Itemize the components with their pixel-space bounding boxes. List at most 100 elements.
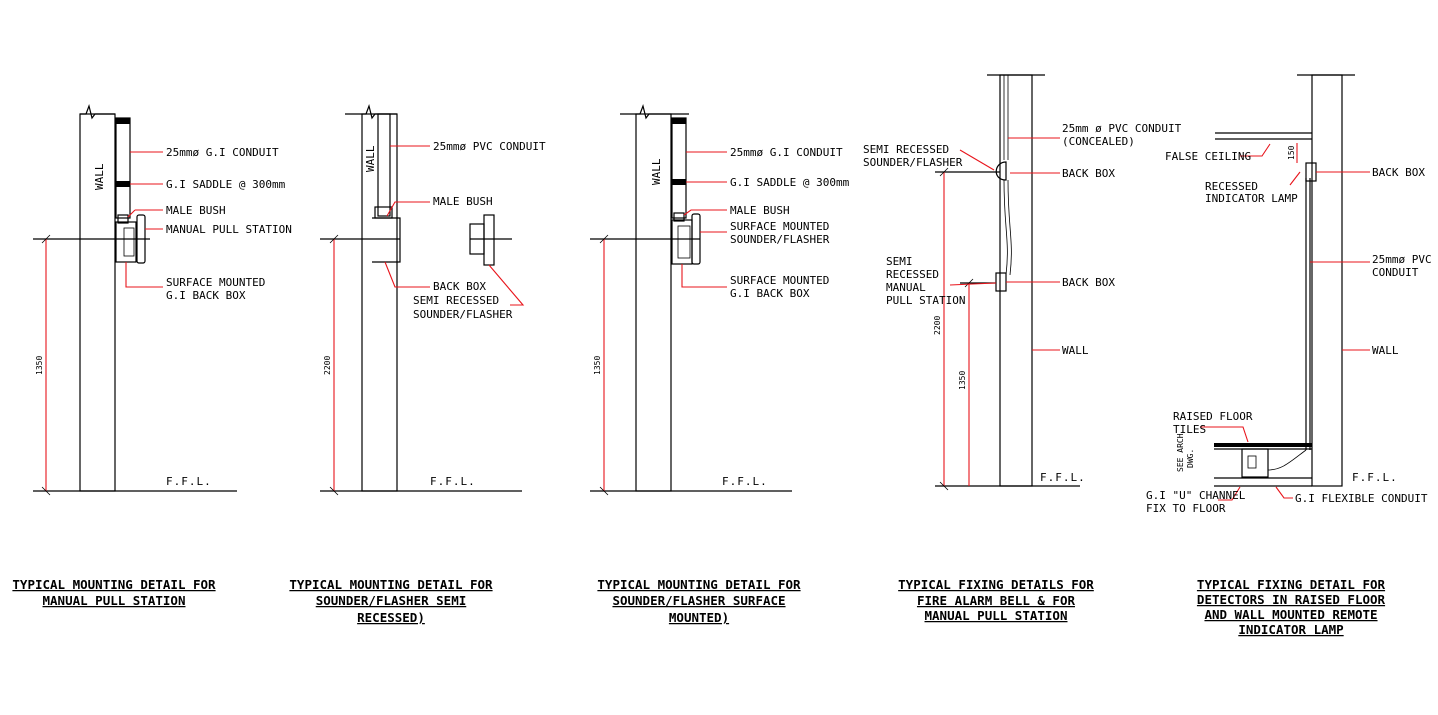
ffl-label: F.F.L. [722, 475, 768, 488]
male-bush-label: MALE BUSH [730, 204, 790, 217]
conduit-label: 25mmø PVC CONDUIT [433, 140, 546, 153]
dimension-top: 150 [1287, 145, 1296, 160]
false-ceiling-label: FALSE CEILING [1165, 150, 1251, 163]
channel-label-2: FIX TO FLOOR [1146, 502, 1226, 515]
back-box-top-label: BACK BOX [1062, 167, 1115, 180]
see-arch-label-1: SEE ARCH [1176, 433, 1185, 472]
title-line-3: AND WALL MOUNTED REMOTE [1204, 607, 1377, 622]
raised-floor: SEE ARCH DWG. [1176, 433, 1312, 487]
wall-label: WALL [1372, 344, 1399, 357]
pull-label-2: RECESSED [886, 268, 939, 281]
detail-detectors-raised-floor: SEE ARCH DWG. F.F.L. 150 FALSE CEILING B… [1146, 74, 1432, 637]
detail-sounder-semi-recessed: WALL 2200 F.F.L. 25mmø PVC CONDUIT MALE [289, 103, 546, 625]
lamp-label-2: INDICATOR LAMP [1205, 192, 1298, 205]
sounder-back-box [995, 161, 1007, 292]
conduit-label: 25mmø G.I CONDUIT [730, 146, 843, 159]
detail-manual-pull-station: WALL 1350 F.F.L. 25mmø [12, 103, 292, 608]
dimension-line: 2200 [320, 234, 522, 496]
conduit [115, 117, 131, 224]
sounder-flasher-device [469, 214, 512, 266]
dimension-value: 1350 [593, 356, 602, 375]
detail-title: TYPICAL MOUNTING DETAIL FOR MANUAL PULL … [12, 577, 216, 608]
saddle-label: G.I SADDLE @ 300mm [166, 178, 286, 191]
ffl-label: F.F.L. [430, 475, 476, 488]
tiles-label-1: RAISED FLOOR [1173, 410, 1253, 423]
title-line-2: MANUAL PULL STATION [43, 593, 186, 608]
sounder-label-1: SEMI RECESSED [863, 143, 949, 156]
detail-sounder-surface-mounted: WALL 1350 F.F.L. 25mmø [590, 103, 850, 625]
conduit-label: 25mmø G.I CONDUIT [166, 146, 279, 159]
title-line-3: MANUAL PULL STATION [925, 608, 1068, 623]
see-arch-label-2: DWG. [1186, 449, 1195, 468]
dimension-lines: 2200 1350 [933, 167, 1080, 491]
saddle-label: G.I SADDLE @ 300mm [730, 176, 850, 189]
wall-label: WALL [93, 163, 106, 190]
dimension-value: 1350 [35, 356, 44, 375]
title-line-3: RECESSED) [357, 610, 425, 625]
detail-title: TYPICAL MOUNTING DETAIL FOR SOUNDER/FLAS… [597, 577, 801, 625]
back-box-bottom-label: BACK BOX [1062, 276, 1115, 289]
ffl-label: F.F.L. [1040, 471, 1086, 484]
pull-label-4: PULL STATION [886, 294, 965, 307]
conduit-label-1: 25mmø PVC [1372, 253, 1432, 266]
male-bush-label: MALE BUSH [166, 204, 226, 217]
title-line-1: TYPICAL MOUNTING DETAIL FOR [289, 577, 493, 592]
male-bush-label: MALE BUSH [433, 195, 493, 208]
recessed-back-box [372, 206, 401, 263]
title-line-2: FIRE ALARM BELL & FOR [917, 593, 1076, 608]
leaders [125, 151, 163, 288]
title-line-1: TYPICAL MOUNTING DETAIL FOR [12, 577, 216, 592]
leaders [681, 151, 727, 288]
wall-label: WALL [650, 158, 663, 185]
flex-conduit-label: G.I FLEXIBLE CONDUIT [1295, 492, 1428, 505]
wall-label: WALL [1062, 344, 1089, 357]
wall-section [1297, 74, 1355, 487]
detail-fire-alarm-bell: 2200 1350 F.F.L. 25mm ø PVC CONDUIT (CON… [863, 74, 1182, 623]
device-label: MANUAL PULL STATION [166, 223, 292, 236]
title-line-4: INDICATOR LAMP [1238, 622, 1343, 637]
detail-title: TYPICAL FIXING DETAIL FOR DETECTORS IN R… [1197, 577, 1386, 637]
back-box-label-1: SURFACE MOUNTED [166, 276, 265, 289]
lamp-label-1: RECESSED [1205, 180, 1258, 193]
conduit [671, 117, 687, 222]
pull-label-1: SEMI [886, 255, 913, 268]
tiles-label-2: TILES [1173, 423, 1206, 436]
pull-label-3: MANUAL [886, 281, 926, 294]
wall-section: WALL [345, 103, 398, 492]
conduit-label-1: 25mm ø PVC CONDUIT [1062, 122, 1182, 135]
back-box-label: BACK BOX [433, 280, 486, 293]
wall-section: WALL [79, 103, 116, 492]
ffl-label: F.F.L. [1352, 471, 1398, 484]
sounder-label-2: SOUNDER/FLASHER [863, 156, 963, 169]
wall-section: WALL [620, 103, 689, 492]
back-box-label-2: G.I BACK BOX [166, 289, 246, 302]
conduit-label-2: CONDUIT [1372, 266, 1419, 279]
wall-label: WALL [364, 145, 377, 172]
back-box-label: BACK BOX [1372, 166, 1425, 179]
leaders [949, 137, 1060, 351]
detail-title: TYPICAL MOUNTING DETAIL FOR SOUNDER/FLAS… [289, 577, 493, 625]
title-line-1: TYPICAL MOUNTING DETAIL FOR [597, 577, 801, 592]
ffl-label: F.F.L. [166, 475, 212, 488]
title-line-2: DETECTORS IN RAISED FLOOR [1197, 592, 1386, 607]
device-label-1: SURFACE MOUNTED [730, 220, 829, 233]
device-label-1: SEMI RECESSED [413, 294, 499, 307]
false-ceiling [1215, 132, 1312, 140]
device-label-2: SOUNDER/FLASHER [413, 308, 513, 321]
back-box-label-1: SURFACE MOUNTED [730, 274, 829, 287]
title-line-3: MOUNTED) [669, 610, 729, 625]
detail-title: TYPICAL FIXING DETAILS FOR FIRE ALARM BE… [898, 577, 1094, 623]
device-label-2: SOUNDER/FLASHER [730, 233, 830, 246]
conduit-label-2: (CONCEALED) [1062, 135, 1135, 148]
title-line-1: TYPICAL FIXING DETAILS FOR [898, 577, 1094, 592]
dimension-outer: 2200 [933, 316, 942, 335]
indicator-lamp-back-box [1305, 162, 1317, 182]
title-line-2: SOUNDER/FLASHER SURFACE [612, 593, 785, 608]
dimension-value: 2200 [323, 356, 332, 375]
title-line-1: TYPICAL FIXING DETAIL FOR [1197, 577, 1386, 592]
leaders [384, 145, 525, 306]
back-box-label-2: G.I BACK BOX [730, 287, 810, 300]
dimension-line: 1350 [33, 234, 237, 496]
title-line-2: SOUNDER/FLASHER SEMI [316, 593, 467, 608]
